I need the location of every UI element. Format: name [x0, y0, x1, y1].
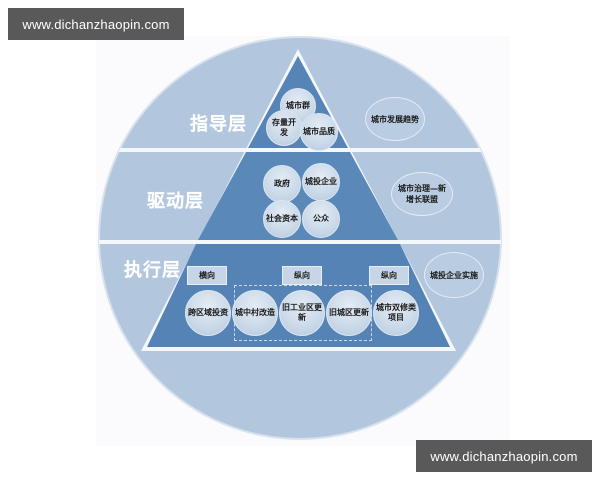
node-city-investment-company: 城投企业 — [302, 163, 340, 201]
watermark-bottom-right: www.dichanzhaopin.com — [416, 440, 592, 472]
node-old-city-renewal: 旧城区更新 — [326, 290, 372, 336]
node-old-industrial-renewal: 旧工业区更新 — [279, 290, 325, 336]
tag-horizontal: 横向 — [187, 266, 227, 285]
side-node-city-investment-implementation: 城投企业实施 — [424, 252, 484, 298]
layer-label-execution: 执行层 — [124, 260, 181, 281]
node-government: 政府 — [263, 165, 301, 203]
node-stock-development: 存量开发 — [266, 110, 302, 146]
tag-vertical-2: 纵向 — [369, 266, 409, 285]
layer-label-driving: 驱动层 — [147, 191, 204, 212]
node-city-double-repair-project: 城市双修类项目 — [373, 290, 419, 336]
pyramid-middle — [198, 152, 398, 240]
node-city-quality: 城市品质 — [300, 113, 338, 151]
node-cross-region-investment: 跨区域投资 — [185, 290, 231, 336]
node-urban-village-renovation: 城中村改造 — [232, 290, 278, 336]
watermark-top-left: www.dichanzhaopin.com — [8, 8, 184, 40]
node-social-capital: 社会资本 — [263, 200, 301, 238]
layer-label-guidance: 指导层 — [190, 114, 247, 135]
tag-vertical-1: 纵向 — [282, 266, 322, 285]
side-node-urban-development-trend: 城市发展趋势 — [365, 97, 425, 141]
node-public: 公众 — [302, 200, 340, 238]
side-node-urban-governance: 城市治理—新增长联盟 — [391, 172, 453, 216]
